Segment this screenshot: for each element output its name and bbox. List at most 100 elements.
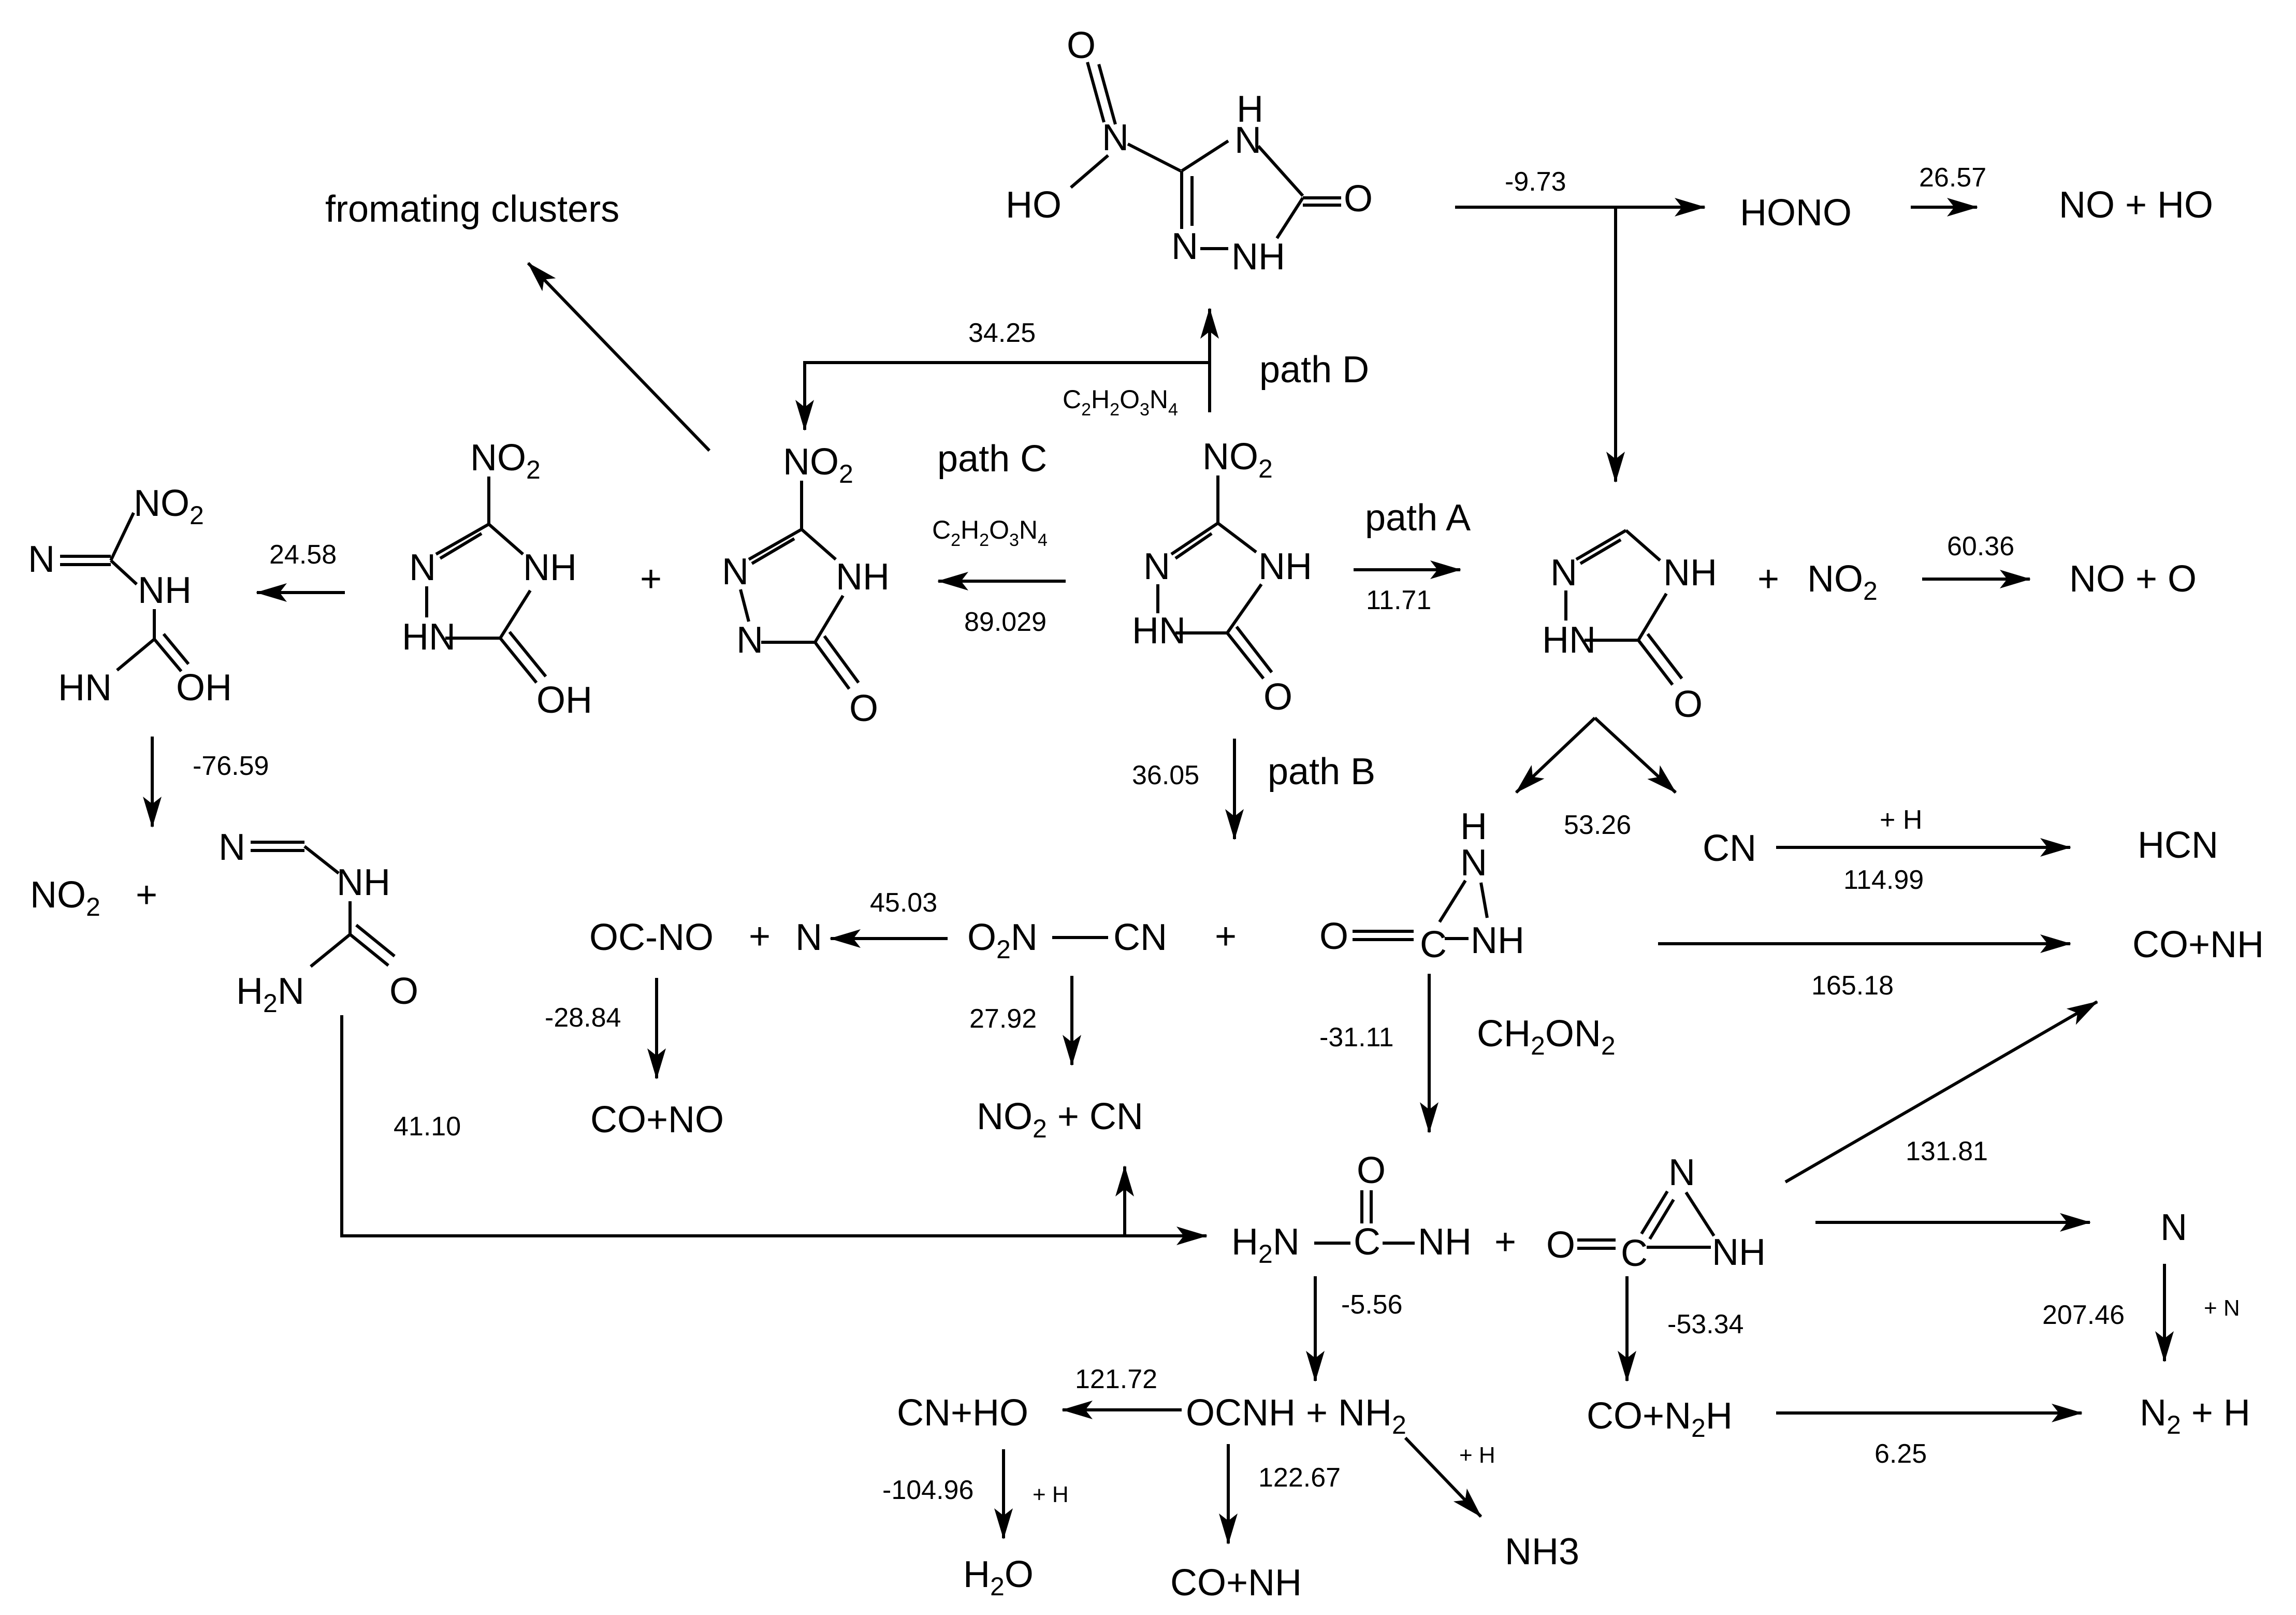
atom-o: O	[1319, 916, 1348, 957]
atom-nh: NH	[1663, 552, 1717, 594]
atom-n: N	[1550, 552, 1577, 594]
atom-n: N	[736, 619, 763, 661]
atom-n: N	[219, 827, 245, 868]
value-label: 121.72	[1075, 1364, 1157, 1394]
path-a-label: path A	[1365, 497, 1471, 539]
formula-c2h2o3n4: C2H2O3N4	[1063, 385, 1178, 420]
value-label: 24.58	[269, 540, 337, 570]
atom-n: N	[1171, 226, 1198, 267]
atom-no2: NO2	[470, 437, 541, 484]
atom-c: C	[1354, 1221, 1380, 1263]
plus-h-label: + H	[1459, 1443, 1495, 1468]
arrow-to-urea	[340, 1015, 1208, 1245]
plus-h-label: + H	[1033, 1482, 1069, 1507]
atom-h: H	[1460, 806, 1487, 847]
atom-o: O	[1263, 676, 1292, 718]
nto-start: NO2 N NH HN O	[1132, 436, 1312, 718]
value-label: 41.10	[394, 1112, 461, 1142]
plus-sign: +	[1215, 916, 1237, 957]
plus-sign: +	[136, 874, 157, 916]
atom-nh: NH	[1418, 1221, 1472, 1263]
species-n2-h: N2 + H	[2140, 1392, 2250, 1439]
value-label: 26.57	[1919, 163, 1986, 193]
atom-nh: NH	[138, 570, 192, 611]
atom-c: C	[1420, 924, 1447, 965]
atom-n: N	[409, 547, 436, 588]
value-label: 122.67	[1258, 1463, 1341, 1493]
value-label: 11.71	[1366, 585, 1431, 615]
species-o2n: O2N	[967, 917, 1038, 964]
formimidoyl-urea: N NH H2N O	[219, 827, 418, 1018]
atom-nh: NH	[337, 862, 390, 903]
triazolone: N NH HN O	[1542, 529, 1717, 725]
atom-o: O	[389, 971, 418, 1012]
atom-oh: OH	[176, 667, 232, 709]
value-label: -76.59	[193, 751, 269, 781]
arrow-fork-right	[1593, 716, 1677, 794]
species-nh3: NH3	[1505, 1531, 1579, 1573]
value-label: 114.99	[1843, 865, 1924, 895]
species-co-no: CO+NO	[590, 1099, 724, 1141]
value-label: -28.84	[545, 1003, 621, 1033]
formula-c2h2o3n4: C2H2O3N4	[932, 515, 1048, 550]
hydroxy-triazole: NO2 N NH HN OH	[402, 437, 592, 721]
plus-sign: +	[1494, 1221, 1516, 1263]
formating-clusters-label: fromating clusters	[325, 189, 619, 230]
arrow-to-nh3	[1404, 1436, 1483, 1518]
atom-o: O	[1674, 684, 1703, 725]
species-no2: NO2	[1807, 558, 1878, 605]
value-label: 53.26	[1564, 810, 1631, 840]
atom-h: H	[1237, 89, 1263, 130]
diazirinone: N O C NH	[1546, 1152, 1766, 1274]
species-co-nh: CO+NH	[2132, 924, 2264, 965]
atom-nh: NH	[1471, 920, 1524, 961]
species-h2o: H2O	[963, 1554, 1034, 1601]
plus-sign: +	[640, 558, 662, 600]
plus-n-label: + N	[2204, 1295, 2240, 1321]
nitro-open-chain: NO2 N NH HN OH	[28, 483, 232, 709]
atom-oh: OH	[536, 680, 592, 721]
species-no-o: NO + O	[2069, 558, 2197, 600]
species-no2-cn: NO2 + CN	[977, 1096, 1143, 1143]
value-label: 131.81	[1906, 1136, 1988, 1166]
value-label: 60.36	[1947, 531, 2014, 561]
arrow-path-c-to-nitrotriazole	[795, 361, 1210, 431]
carbamoyl-amine: O H2N C NH	[1231, 1150, 1472, 1268]
atom-o: O	[1067, 25, 1096, 66]
atom-o: O	[849, 688, 878, 729]
atom-nh: NH	[523, 547, 577, 588]
value-label: 45.03	[870, 888, 937, 918]
atom-nh: NH	[1712, 1232, 1766, 1273]
value-label: -5.56	[1341, 1290, 1403, 1320]
arrow-to-clusters	[527, 262, 711, 452]
atom-n: N	[1460, 842, 1487, 884]
diaziridinone: H N O C NH	[1319, 806, 1524, 965]
species-hcn: HCN	[2138, 825, 2218, 866]
atom-hn: HN	[58, 667, 112, 709]
species-n: N	[795, 917, 822, 958]
value-label: 165.18	[1811, 971, 1894, 1001]
atom-no2: NO2	[783, 441, 853, 488]
species-no-ho: NO + HO	[2059, 184, 2213, 226]
value-label: -53.34	[1667, 1309, 1743, 1339]
atom-hn: HN	[1132, 610, 1186, 652]
plus-sign: +	[1757, 558, 1779, 600]
species-cn: CN	[1703, 828, 1756, 869]
value-label: 36.05	[1132, 760, 1199, 790]
atom-ho: HO	[1006, 184, 1062, 226]
atom-no2: NO2	[134, 483, 204, 530]
species-n: N	[2160, 1207, 2187, 1248]
value-label: 89.029	[964, 607, 1047, 637]
arrow-fork-left	[1515, 716, 1596, 794]
species-co-nh-bottom: CO+NH	[1170, 1562, 1302, 1604]
species-hono: HONO	[1740, 192, 1852, 234]
value-label: -31.11	[1319, 1022, 1394, 1052]
plus-h-label: + H	[1880, 805, 1922, 835]
value-label: 207.46	[2042, 1300, 2125, 1330]
plus-sign: +	[749, 916, 771, 957]
path-b-label: path B	[1268, 751, 1375, 792]
atom-nh: NH	[836, 556, 890, 598]
path-d-label: path D	[1259, 349, 1369, 391]
atom-h2n: H2N	[236, 971, 304, 1018]
